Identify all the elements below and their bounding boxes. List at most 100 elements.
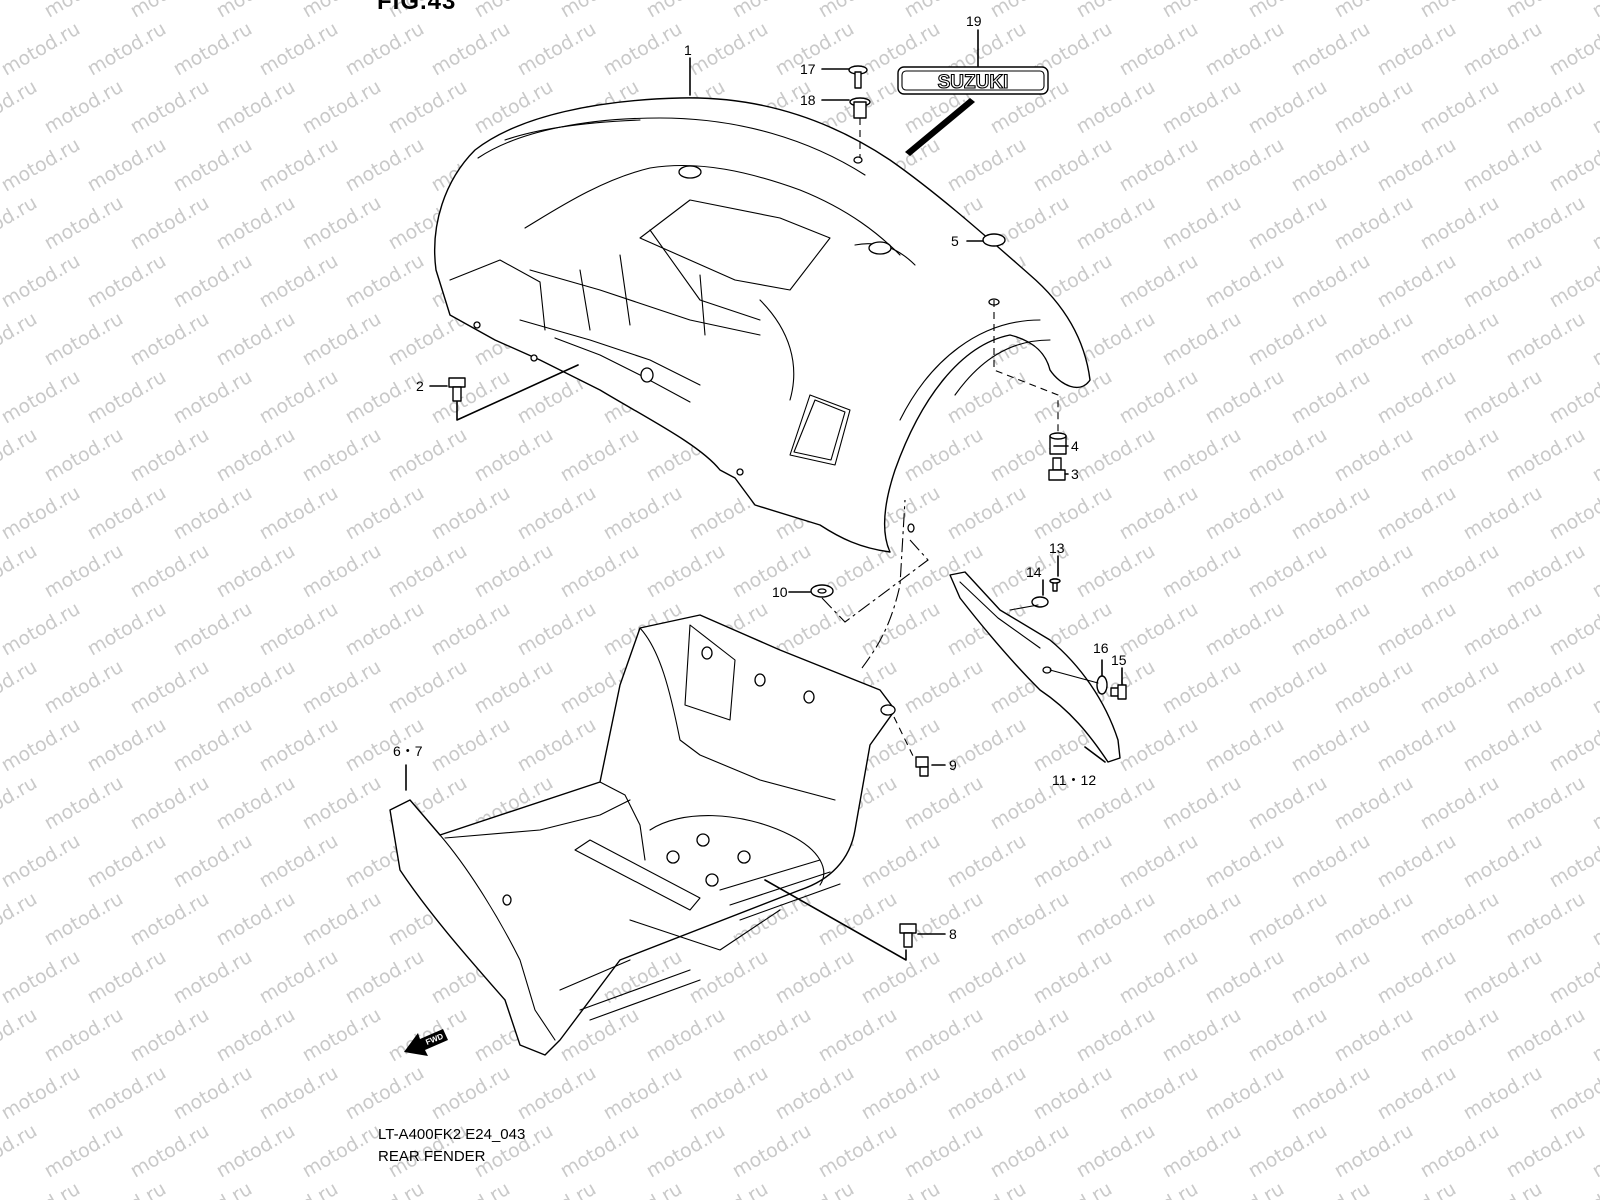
watermark-text: motod.ru [1202, 134, 1288, 197]
watermark-text: motod.ru [1116, 598, 1202, 661]
watermark-text: motod.ru [1245, 1120, 1331, 1183]
watermark-text: motod.ru [1116, 482, 1202, 545]
watermark-text: motod.ru [428, 714, 514, 777]
watermark-text: motod.ru [0, 1004, 41, 1067]
watermark-text: motod.ru [127, 1004, 213, 1067]
watermark-text: motod.ru [127, 0, 213, 22]
watermark-text: motod.ru [772, 1062, 858, 1125]
watermark-text: motod.ru [901, 424, 987, 487]
watermark-text: motod.ru [944, 482, 1030, 545]
fwd-direction-marker: FWD [404, 1029, 448, 1056]
callout-16: 16 [1093, 640, 1109, 656]
watermark-text: motod.ru [1374, 250, 1460, 313]
watermark-text: motod.ru [944, 134, 1030, 197]
watermark-text: motod.ru [1331, 192, 1417, 255]
watermark-text: motod.ru [1159, 540, 1245, 603]
watermark-text: motod.ru [0, 482, 84, 545]
rear-fender-main-part [434, 97, 1091, 553]
watermark-text: motod.ru [1116, 830, 1202, 893]
watermark-text: motod.ru [213, 192, 299, 255]
watermark-text: motod.ru [256, 250, 342, 313]
callout-15: 15 [1111, 652, 1127, 668]
watermark-text: motod.ru [0, 308, 41, 371]
watermark-text: motod.ru [1288, 830, 1374, 893]
watermark-text: motod.ru [385, 540, 471, 603]
watermark-text: motod.ru [84, 482, 170, 545]
watermark-text: motod.ru [299, 656, 385, 719]
watermark-text: motod.ru [1417, 308, 1503, 371]
watermark-text: motod.ru [901, 1004, 987, 1067]
watermark-text: motod.ru [1503, 424, 1589, 487]
watermark-text: motod.ru [1589, 192, 1600, 255]
watermark-text: motod.ru [686, 18, 772, 81]
watermark-text: motod.ru [1589, 424, 1600, 487]
watermark-text: motod.ru [0, 888, 41, 951]
watermark-text: motod.ru [299, 76, 385, 139]
watermark-text: motod.ru [1460, 714, 1546, 777]
watermark-text: motod.ru [1202, 598, 1288, 661]
watermark-text: motod.ru [213, 656, 299, 719]
watermark-text: motod.ru [0, 134, 84, 197]
watermark-text: motod.ru [1589, 772, 1600, 835]
watermark-text: motod.ru [299, 424, 385, 487]
watermark-text: motod.ru [600, 1178, 686, 1200]
watermark-text: motod.ru [1589, 1004, 1600, 1067]
watermark-text: motod.ru [1546, 1178, 1600, 1200]
watermark-text: motod.ru [815, 888, 901, 951]
watermark-text: motod.ru [987, 0, 1073, 22]
watermark-text: motod.ru [213, 772, 299, 835]
watermark-text: motod.ru [1546, 366, 1600, 429]
watermark-text: motod.ru [1288, 946, 1374, 1009]
watermark-text: motod.ru [901, 888, 987, 951]
watermark-text: motod.ru [858, 1062, 944, 1125]
watermark-text: motod.ru [1116, 366, 1202, 429]
watermark-text: motod.ru [0, 1178, 84, 1200]
watermark-text: motod.ru [772, 1178, 858, 1200]
watermark-text: motod.ru [772, 598, 858, 661]
watermark-text: motod.ru [385, 656, 471, 719]
watermark-text: motod.ru [1288, 482, 1374, 545]
watermark-text: motod.ru [1073, 888, 1159, 951]
watermark-text: motod.ru [127, 308, 213, 371]
callout-2: 2 [416, 378, 424, 394]
watermark-text: motod.ru [1202, 482, 1288, 545]
emblem-text: SUZUKI [938, 72, 1009, 93]
watermark-text: motod.ru [1503, 1004, 1589, 1067]
watermark-text: motod.ru [1073, 424, 1159, 487]
watermark-text: motod.ru [256, 830, 342, 893]
watermark-text: motod.ru [1159, 0, 1245, 22]
watermark-text: motod.ru [1073, 192, 1159, 255]
watermark-text: motod.ru [1073, 76, 1159, 139]
watermark-text: motod.ru [1589, 540, 1600, 603]
watermark-text: motod.ru [901, 1120, 987, 1183]
watermark-text: motod.ru [84, 366, 170, 429]
watermark-text: motod.ru [213, 0, 299, 22]
watermark-text: motod.ru [213, 76, 299, 139]
watermark-text: motod.ru [342, 598, 428, 661]
watermark-text: motod.ru [299, 772, 385, 835]
watermark-text: motod.ru [127, 76, 213, 139]
watermark-text: motod.ru [1589, 1120, 1600, 1183]
watermark-text: motod.ru [170, 366, 256, 429]
watermark-text: motod.ru [428, 1178, 514, 1200]
watermark-text: motod.ru [944, 1178, 1030, 1200]
fastener-14-washer [1031, 596, 1049, 608]
callout-18: 18 [800, 92, 816, 108]
watermark-text: motod.ru [1245, 424, 1331, 487]
watermark-text: motod.ru [256, 946, 342, 1009]
watermark-text: motod.ru [1288, 250, 1374, 313]
watermark-text: motod.ru [170, 482, 256, 545]
watermark-text: motod.ru [1202, 18, 1288, 81]
watermark-text: motod.ru [1331, 888, 1417, 951]
watermark-text: motod.ru [0, 0, 41, 22]
watermark-text: motod.ru [1245, 308, 1331, 371]
watermark-text: motod.ru [299, 1004, 385, 1067]
watermark-text: motod.ru [1331, 308, 1417, 371]
watermark-text: motod.ru [815, 1004, 901, 1067]
watermark-text: motod.ru [170, 134, 256, 197]
watermark-text: motod.ru [643, 540, 729, 603]
watermark-text: motod.ru [1460, 134, 1546, 197]
watermark-text: motod.ru [1159, 888, 1245, 951]
watermark-text: motod.ru [256, 18, 342, 81]
watermark-text: motod.ru [1030, 134, 1116, 197]
